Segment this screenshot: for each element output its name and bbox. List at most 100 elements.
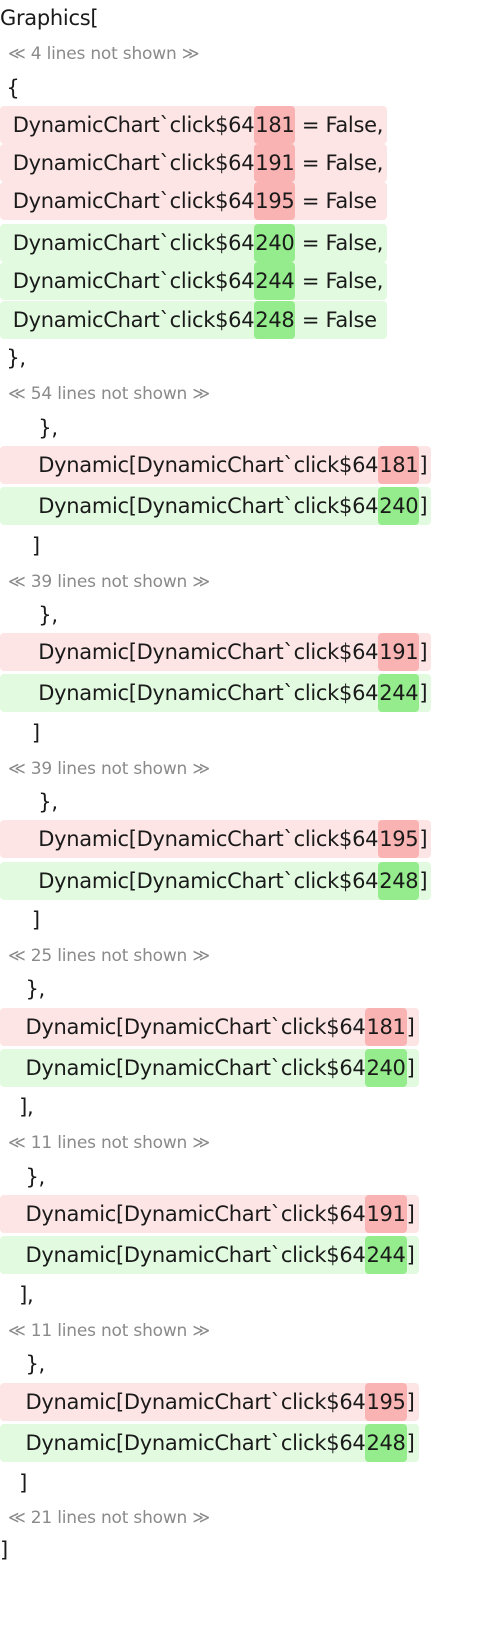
code-line: ],: [0, 1095, 34, 1119]
inserted-line-background: [0, 301, 388, 339]
deleted-line: Dynamic[DynamicChart`click$64181]: [0, 1007, 415, 1047]
fold-indicator[interactable]: ≪ 11 lines not shown ≫: [8, 1133, 210, 1153]
inserted-token: 244: [254, 262, 296, 300]
fold-indicator[interactable]: ≪ 39 lines not shown ≫: [8, 759, 210, 779]
inserted-line-background: [0, 224, 388, 262]
deleted-line-background: [0, 1383, 419, 1421]
deleted-line-background: [0, 1195, 419, 1233]
line-prefix: DynamicChart`click$64: [0, 269, 255, 293]
deleted-line-background: [0, 182, 388, 220]
deleted-line-background: [0, 106, 388, 144]
line-prefix: DynamicChart`click$64: [0, 231, 255, 255]
deleted-line: Dynamic[DynamicChart`click$64195]: [0, 1382, 415, 1422]
line-suffix: ]: [419, 681, 428, 705]
deleted-line-background: [0, 633, 432, 671]
line-suffix: ]: [406, 1390, 415, 1414]
code-line: ]: [0, 534, 40, 558]
inserted-line: Dynamic[DynamicChart`click$64244]: [0, 1235, 415, 1275]
deleted-line: Dynamic[DynamicChart`click$64191]: [0, 1194, 415, 1234]
line-prefix: DynamicChart`click$64: [0, 308, 255, 332]
deleted-line-background: [0, 144, 388, 182]
inserted-line-background: [0, 1236, 419, 1274]
inserted-line: Dynamic[DynamicChart`click$64240]: [0, 486, 428, 526]
deleted-line: Dynamic[DynamicChart`click$64195]: [0, 819, 428, 859]
deleted-line: DynamicChart`click$64191 = False,: [0, 143, 383, 183]
line-prefix: Dynamic[DynamicChart`click$64: [0, 869, 379, 893]
inserted-line-background: [0, 262, 388, 300]
line-suffix: = False,: [295, 151, 384, 175]
deleted-token: 195: [254, 182, 296, 220]
code-line: },: [0, 346, 26, 370]
deleted-line: DynamicChart`click$64195 = False: [0, 181, 377, 221]
code-line: },: [0, 416, 58, 440]
fold-indicator[interactable]: ≪ 4 lines not shown ≫: [8, 44, 200, 64]
inserted-line: Dynamic[DynamicChart`click$64248]: [0, 861, 428, 901]
inserted-line: Dynamic[DynamicChart`click$64244]: [0, 673, 428, 713]
inserted-line-background: [0, 674, 432, 712]
line-suffix: ]: [419, 869, 428, 893]
deleted-token: 191: [378, 633, 420, 671]
deleted-line: Dynamic[DynamicChart`click$64191]: [0, 632, 428, 672]
inserted-line-background: [0, 1049, 419, 1087]
line-prefix: Dynamic[DynamicChart`click$64: [0, 681, 379, 705]
line-prefix: Dynamic[DynamicChart`click$64: [0, 1015, 366, 1039]
inserted-line: DynamicChart`click$64240 = False,: [0, 223, 383, 263]
line-prefix: Dynamic[DynamicChart`click$64: [0, 1202, 366, 1226]
line-suffix: ]: [419, 494, 428, 518]
line-prefix: DynamicChart`click$64: [0, 113, 255, 137]
line-prefix: DynamicChart`click$64: [0, 189, 255, 213]
code-line: ]: [0, 1471, 28, 1495]
line-suffix: = False,: [295, 269, 384, 293]
line-suffix: ]: [406, 1243, 415, 1267]
deleted-token: 181: [365, 1008, 407, 1046]
inserted-token: 244: [365, 1236, 407, 1274]
code-line: },: [0, 790, 58, 814]
inserted-line-background: [0, 862, 432, 900]
line-prefix: Dynamic[DynamicChart`click$64: [0, 1056, 366, 1080]
fold-indicator[interactable]: ≪ 11 lines not shown ≫: [8, 1321, 210, 1341]
line-suffix: = False,: [295, 231, 384, 255]
inserted-token: 248: [254, 301, 296, 339]
code-line: },: [0, 977, 46, 1001]
line-prefix: Dynamic[DynamicChart`click$64: [0, 494, 379, 518]
line-suffix: ]: [419, 453, 428, 477]
line-suffix: = False: [295, 308, 377, 332]
inserted-token: 244: [378, 674, 420, 712]
line-suffix: ]: [419, 640, 428, 664]
code-line: ]: [0, 1538, 8, 1562]
deleted-line-background: [0, 820, 432, 858]
inserted-line-background: [0, 487, 432, 525]
line-prefix: DynamicChart`click$64: [0, 151, 255, 175]
inserted-token: 240: [378, 487, 420, 525]
code-line: },: [0, 1352, 46, 1376]
fold-indicator[interactable]: ≪ 54 lines not shown ≫: [8, 384, 210, 404]
fold-indicator[interactable]: ≪ 21 lines not shown ≫: [8, 1508, 210, 1528]
line-suffix: = False: [295, 189, 377, 213]
deleted-token: 195: [378, 820, 420, 858]
inserted-token: 240: [365, 1049, 407, 1087]
line-suffix: ]: [406, 1056, 415, 1080]
inserted-line: Dynamic[DynamicChart`click$64240]: [0, 1048, 415, 1088]
code-line: Graphics[: [0, 6, 99, 30]
inserted-line: DynamicChart`click$64244 = False,: [0, 261, 383, 301]
deleted-line-background: [0, 446, 432, 484]
fold-indicator[interactable]: ≪ 39 lines not shown ≫: [8, 572, 210, 592]
inserted-line-background: [0, 1424, 419, 1462]
deleted-line: Dynamic[DynamicChart`click$64181]: [0, 445, 428, 485]
line-suffix: ]: [406, 1015, 415, 1039]
deleted-token: 181: [254, 106, 296, 144]
fold-indicator[interactable]: ≪ 25 lines not shown ≫: [8, 946, 210, 966]
line-prefix: Dynamic[DynamicChart`click$64: [0, 827, 379, 851]
line-suffix: = False,: [295, 113, 384, 137]
deleted-token: 181: [378, 446, 420, 484]
code-line: ]: [0, 908, 40, 932]
deleted-token: 191: [254, 144, 296, 182]
line-prefix: Dynamic[DynamicChart`click$64: [0, 453, 379, 477]
inserted-line: Dynamic[DynamicChart`click$64248]: [0, 1423, 415, 1463]
inserted-token: 248: [378, 862, 420, 900]
line-prefix: Dynamic[DynamicChart`click$64: [0, 1390, 366, 1414]
line-suffix: ]: [406, 1431, 415, 1455]
deleted-line: DynamicChart`click$64181 = False,: [0, 105, 383, 145]
line-prefix: Dynamic[DynamicChart`click$64: [0, 1431, 366, 1455]
